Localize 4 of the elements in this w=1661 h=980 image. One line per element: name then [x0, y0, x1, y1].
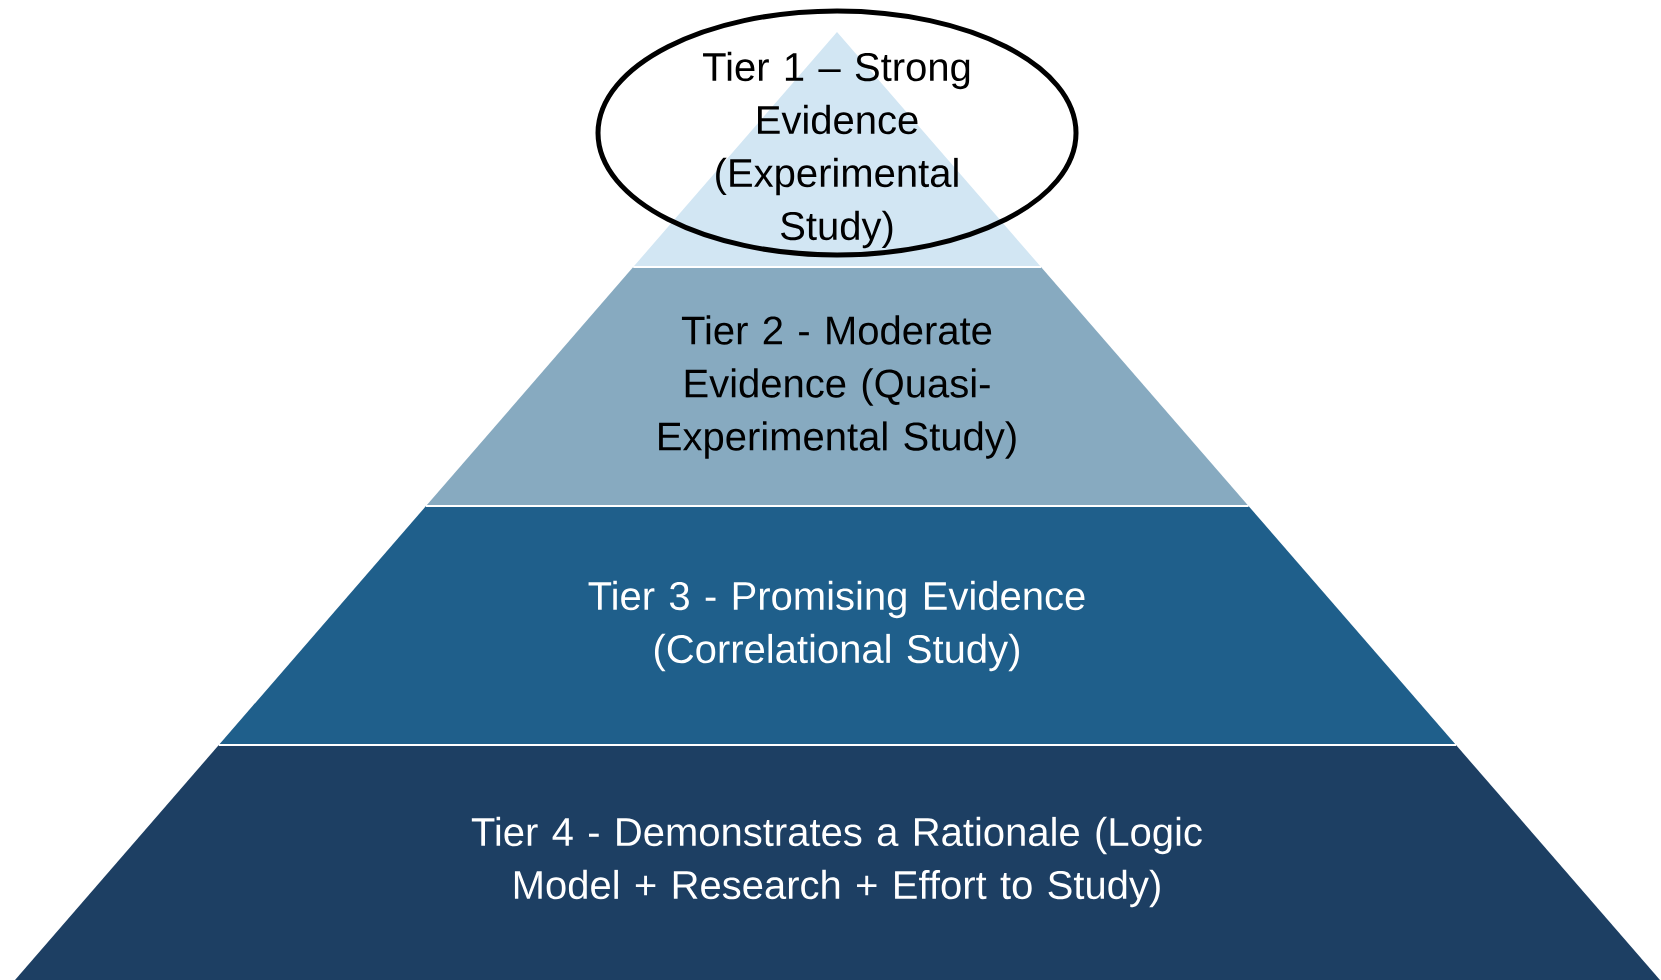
pyramid-tier: Tier 2 - Moderate Evidence (Quasi-Experimental Study): [426, 267, 1249, 506]
pyramid-tier: Tier 3 - Promising Evidence (Correlational Study): [218, 506, 1456, 745]
pyramid-tier: Tier 1 – Strong Evidence (Experimental Study): [633, 32, 1041, 267]
pyramid-tier: Tier 4 - Demonstrates a Rationale (Logic Model + Research + Effort to Study): [15, 745, 1660, 980]
